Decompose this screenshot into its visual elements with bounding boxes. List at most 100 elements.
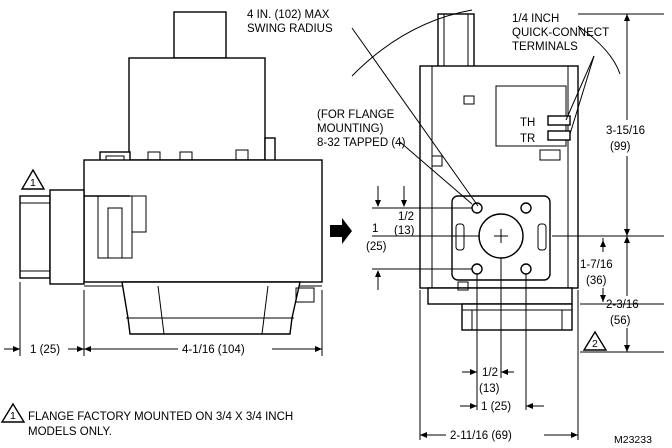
dim-one-head-bot [375,270,381,277]
terminal-th [547,115,571,126]
note-1-triangle [20,168,46,190]
dim-flange-head-l [13,346,20,352]
dim-width-head-l [420,432,427,438]
outlet-edge-left [157,285,165,335]
footnote-marker: 1 [10,410,16,422]
height-dimensions: 3-15/16 (99) 2-3/16 (56) 1-7/16 (36) [552,13,664,353]
terminals-callout: 1/4 INCH QUICK-CONNECT TERMINALS TH TR [512,13,609,145]
dim-hole-vertical-mm: (25) [366,241,387,253]
flange-mounting-callout: (FOR FLANGE MOUNTING) 8-32 TAPPED (4) [317,109,473,205]
dim-bhalf-head-l [470,369,477,375]
dim-width-head-r [571,432,578,438]
dim-center-head-bot [600,295,606,302]
footnote-line-1: FLANGE FACTORY MOUNTED ON 3/4 X 3/4 INCH [28,411,293,423]
dim-bottom-half: 1/2 [482,367,498,379]
hole-top-right [520,202,532,214]
dim-bone-head-l [470,403,477,409]
top-cylinder [173,11,227,59]
upper-housing [128,57,266,161]
flange-mount-leader [399,141,473,205]
dim-height-total: 3-15/16 [606,125,645,137]
dim-bhalf-head-r [501,369,508,375]
terminals-label-2: QUICK-CONNECT [512,27,609,39]
dim-body-head-r [315,346,322,352]
footnote-line-2: MODELS ONLY. [28,426,112,438]
bottom-outlet [121,281,301,335]
inner-slot [107,207,123,259]
inner-tab [131,195,147,233]
swing-radius: 4 IN. (102) MAX SWING RADIUS [247,9,621,207]
dim-flange-head-r [77,346,84,352]
flange-mount-label-1: (FOR FLANGE [317,109,395,121]
note-1-marker: 1 [20,168,46,190]
note-1-number: 1 [30,177,36,189]
dim-height-head-bot [624,229,630,236]
dim-height-head-top [624,14,630,21]
base-nub [457,281,469,291]
front-detail-1 [463,95,475,105]
screw-detail-1 [147,151,161,161]
dim-center-head-top [600,240,606,247]
side-dimensions: 1 (25) 4-1/16 (104) [4,282,323,356]
swing-radius-label-2: SWING RADIUS [247,23,333,35]
dim-bone-head-r [526,403,533,409]
footnote-triangle [0,402,26,423]
note-2-number: 2 [592,338,598,350]
front-outlet [461,303,573,331]
dim-depth-head-top [624,236,630,243]
dim-hole-vertical: 1 [372,223,378,235]
dim-half-head-top [401,200,407,207]
figure-id: M23233 [614,434,652,446]
outlet-nub [295,287,315,303]
main-body [83,159,323,283]
dim-height-total-mm: (99) [610,141,631,153]
note-2-triangle [582,330,608,351]
hole-bottom-left [471,263,483,275]
dim-depth: 2-3/16 [606,299,639,311]
front-bottom-dimensions: 1/2 (13) 1 (25) 2-11/16 (69) [419,258,579,442]
swing-radius-label-1: 4 IN. (102) MAX [247,9,330,21]
dim-hole-half: 1/2 [398,211,414,223]
hole-dimensions-left: 1 (25) 1/2 (13) [366,186,480,290]
screw-detail-2 [179,151,193,161]
swing-arc-right [577,25,621,75]
flange-mount-label-2: MOUNTING) [317,123,384,135]
flange-connector [49,189,85,285]
dim-center-offset-mm: (36) [586,275,607,287]
screw-detail-3 [235,149,249,161]
slot-right [537,223,547,251]
terminal-th-label: TH [520,117,535,129]
side-view [19,11,323,335]
front-detail-2 [431,155,443,167]
right-bump [264,137,276,163]
flange [19,195,51,279]
footnote: 1 FLANGE FACTORY MOUNTED ON 3/4 X 3/4 IN… [0,402,652,446]
swing-arc-upper [351,9,473,77]
terminals-leader-1 [565,55,595,121]
dim-depth-mm: (56) [610,315,631,327]
dim-hole-half-mm: (13) [394,225,415,237]
dim-body-head-l [84,346,91,352]
terminals-label-3: TERMINALS [512,41,578,53]
top-stem [437,13,475,69]
dim-flange-width: 1 (25) [30,344,60,356]
note-2-marker: 2 [582,330,608,351]
dim-one-head-top [375,200,381,207]
front-view [419,13,579,331]
dim-body-width: 4-1/16 (104) [182,344,245,356]
dim-bottom-half-mm: (13) [479,383,500,395]
terminals-label-1: 1/4 INCH [512,13,559,25]
flange-mount-label-3: 8-32 TAPPED (4) [317,137,406,149]
dim-center-offset: 1-7/16 [580,259,613,271]
dim-front-width: 2-11/16 (69) [450,430,512,442]
swing-leader [351,27,479,207]
hole-bottom-right [520,263,532,275]
terminal-tr-label: TR [520,133,535,145]
terminal-tr [547,130,571,141]
front-detail-3 [539,149,561,161]
terminals-leader-2 [569,55,595,135]
base-plate [427,287,573,305]
outlet-edge-right [261,285,269,335]
slot-left [455,223,465,251]
